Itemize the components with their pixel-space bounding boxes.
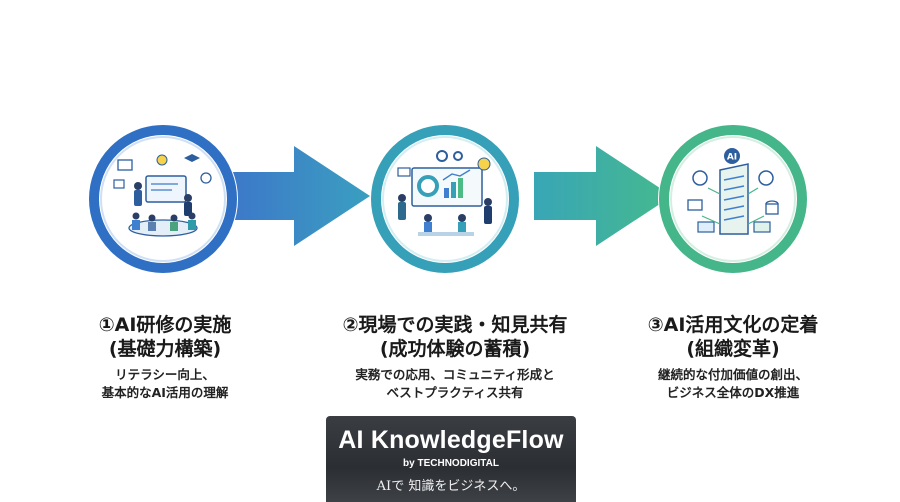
step3-title-line2: (組織変革) <box>686 338 780 360</box>
step3-desc-line2: ビジネス全体のDX推進 <box>666 385 800 400</box>
step2-desc-line1: 実務での応用、コミュニティ形成と <box>355 367 555 382</box>
step1-description: リテラシー向上、 基本的なAI活用の理解 <box>35 366 295 402</box>
step3-illustration: AI <box>658 124 808 274</box>
step3-title-line1: ③AI活用文化の定着 <box>647 314 819 336</box>
step1-title-line2: (基礎力構築) <box>108 338 222 360</box>
brand-byline: by TECHNODIGITAL <box>403 458 499 469</box>
brand-banner: AI KnowledgeFlow by TECHNODIGITAL AIで 知識… <box>326 416 576 502</box>
training-scene-icon <box>89 125 237 273</box>
step3-desc-line1: 継続的な付加価値の創出、 <box>657 367 808 382</box>
dashboard-meeting-icon <box>371 125 519 273</box>
arrow-step2-to-step3 <box>534 146 672 246</box>
smart-building-icon: AI <box>659 125 807 273</box>
step1-title: ①AI研修の実施 (基礎力構築) <box>35 313 295 361</box>
brand-tagline: AIで 知識をビジネスへ。 <box>376 479 526 494</box>
step2-description: 実務での応用、コミュニティ形成と ベストプラクティス共有 <box>315 366 595 402</box>
step1-illustration <box>88 124 238 274</box>
brand-name: AI KnowledgeFlow <box>338 426 564 454</box>
step1-desc-line2: 基本的なAI活用の理解 <box>101 385 229 400</box>
step3-description: 継続的な付加価値の創出、 ビジネス全体のDX推進 <box>603 366 863 402</box>
step2-illustration <box>370 124 520 274</box>
step2-desc-line2: ベストプラクティス共有 <box>386 385 524 400</box>
step2-title-line1: ②現場での実践・知見共有 <box>342 314 568 336</box>
step1-desc-line1: リテラシー向上、 <box>115 367 215 382</box>
step3-title: ③AI活用文化の定着 (組織変革) <box>603 313 863 361</box>
step1-title-line1: ①AI研修の実施 <box>98 314 232 336</box>
step2-title-line2: (成功体験の蓄積) <box>379 338 531 360</box>
arrow-step1-to-step2 <box>232 146 370 246</box>
ai-badge-label: AI <box>727 153 737 163</box>
step2-title: ②現場での実践・知見共有 (成功体験の蓄積) <box>315 313 595 361</box>
